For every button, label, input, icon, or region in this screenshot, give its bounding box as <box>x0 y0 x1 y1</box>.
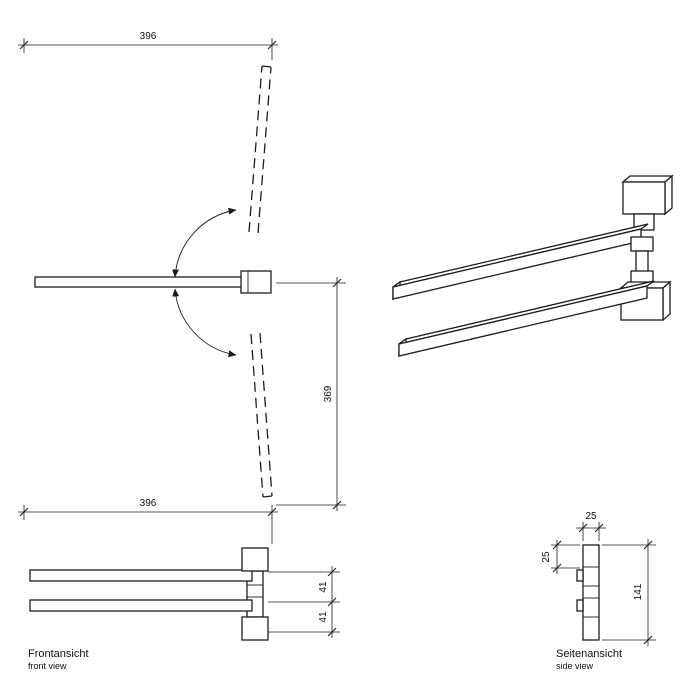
top-mount-block <box>241 547 269 572</box>
dim-tick <box>327 627 337 637</box>
dashed-bar-edge <box>250 333 264 498</box>
swung-position-upper <box>248 65 272 234</box>
bar-stub-lower <box>576 599 584 612</box>
dim-value-bar-gap-upper: 41 <box>318 581 329 593</box>
dim-tick <box>267 507 277 517</box>
dim-width-bottom: 396 <box>18 498 278 544</box>
dim-tick <box>19 507 29 517</box>
front-view-title: Frontansicht <box>28 648 89 660</box>
perspective-view <box>392 174 674 358</box>
dim-side-depth: 25 <box>576 511 606 541</box>
swivel-arc-up <box>172 207 237 278</box>
upper-bar-front-face <box>392 228 642 300</box>
dim-swing-height: 369 <box>276 277 346 511</box>
dim-tick <box>594 523 604 533</box>
dashed-bar-edge <box>259 332 273 497</box>
side-profile <box>576 544 600 641</box>
swivel-arc-down <box>172 288 237 358</box>
dim-width-top: 396 <box>18 31 278 60</box>
front-view-swivel: 396 369 <box>18 31 346 511</box>
side-view: 25 25 141 <box>541 511 656 646</box>
towel-bar <box>34 276 248 288</box>
dim-tick <box>267 40 277 50</box>
post-profile <box>582 544 600 641</box>
dim-tick <box>19 40 29 50</box>
pivot-housing <box>240 270 272 294</box>
bottom-mount-block <box>241 616 269 641</box>
bottom-mount-side-face <box>662 280 671 322</box>
side-view-title: Seitenansicht <box>556 648 622 660</box>
dim-tick <box>578 523 588 533</box>
swung-position-lower <box>250 332 273 498</box>
dim-tick <box>327 597 337 607</box>
dim-side-height: 141 <box>602 539 656 646</box>
double-bar-front <box>29 547 269 641</box>
towel-bar-upper <box>29 569 253 582</box>
dim-bar-gaps: 41 41 <box>268 566 340 638</box>
dashed-bar-cap <box>261 65 272 68</box>
dim-value-width-bottom: 396 <box>140 498 157 509</box>
top-mount-top-face <box>621 175 674 183</box>
top-mount-front-face <box>622 181 666 215</box>
dashed-bar-cap <box>262 495 273 498</box>
dim-tick <box>643 540 653 550</box>
dim-tick <box>643 635 653 645</box>
dim-tick <box>552 563 562 573</box>
dim-tick <box>332 278 342 288</box>
dim-value-width-top: 396 <box>140 31 157 42</box>
dim-value-side-depth: 25 <box>585 511 597 522</box>
top-mount-side-face <box>664 174 673 216</box>
bar-stub-upper <box>576 569 584 582</box>
towel-bar-lower <box>29 599 253 612</box>
post-middle-segment <box>635 250 649 273</box>
dashed-bar-edge <box>257 66 272 234</box>
upper-pivot-collar <box>630 236 654 252</box>
front-view-subtitle: front view <box>28 661 67 671</box>
lower-bar-front-face <box>398 285 648 357</box>
dim-value-bar-gap-lower: 41 <box>318 611 329 623</box>
dim-value-side-top: 25 <box>541 551 552 563</box>
view-labels: Frontansicht front view Seitenansicht si… <box>28 648 622 671</box>
front-view-bottom: 396 41 41 <box>18 498 340 641</box>
dim-value-swing-height: 369 <box>323 385 334 402</box>
side-view-subtitle: side view <box>556 661 594 671</box>
dim-tick <box>332 500 342 510</box>
dim-tick <box>327 567 337 577</box>
swivel-bar-front <box>34 270 272 294</box>
dashed-bar-edge <box>248 65 263 233</box>
dim-side-top: 25 <box>541 540 580 574</box>
dim-value-side-height: 141 <box>633 583 644 600</box>
dim-tick <box>552 540 562 550</box>
